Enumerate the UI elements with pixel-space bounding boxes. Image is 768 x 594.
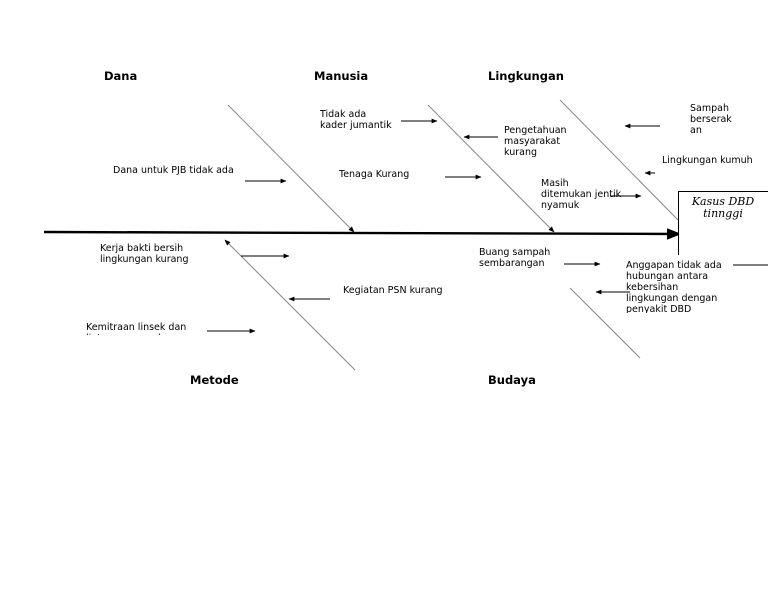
cause-lingkungan-kumuh: Lingkungan kumuh: [662, 155, 753, 166]
bone-dana-manusia: [227, 104, 355, 233]
effect-label: Kasus DBD tinnggi: [691, 195, 755, 220]
bone-lingkungan-2: [559, 99, 679, 221]
cause-dana-pjb: Dana untuk PJB tidak ada: [113, 165, 234, 176]
cause-sampah-berserakan: Sampah berserak an: [690, 103, 732, 136]
category-manusia: Manusia: [314, 69, 369, 83]
bone-budaya: [569, 287, 641, 359]
main-spine: [43, 228, 682, 240]
effect-box: Kasus DBD tinnggi: [678, 191, 768, 255]
cause-tenaga-kurang: Tenaga Kurang: [339, 169, 410, 180]
category-metode: Metode: [190, 373, 239, 387]
cause-kegiatan-psn: Kegiatan PSN kurang: [343, 285, 443, 296]
cause-kemitraan: Kemitraan linsek dan lintas program kura…: [86, 322, 191, 335]
cause-masih-ditemukan: Masih ditemukan jentik nyamuk: [541, 178, 622, 211]
category-lingkungan: Lingkungan: [488, 69, 564, 83]
cause-kerja-bakti: Kerja bakti bersih lingkungan kurang: [100, 243, 189, 265]
cause-buang-sampah: Buang sampah sembarangan: [479, 247, 551, 269]
cause-pengetahuan: Pengetahuan masyarakat kurang: [504, 125, 567, 158]
category-budaya: Budaya: [488, 373, 536, 387]
category-dana: Dana: [104, 69, 138, 83]
bone-metode: [224, 239, 356, 371]
cause-anggapan: Anggapan tidak ada hubungan antara keber…: [626, 260, 722, 313]
cause-tidak-ada-kader: Tidak ada kader jumantik: [320, 109, 392, 131]
bone-lingkungan-1: [427, 104, 555, 233]
